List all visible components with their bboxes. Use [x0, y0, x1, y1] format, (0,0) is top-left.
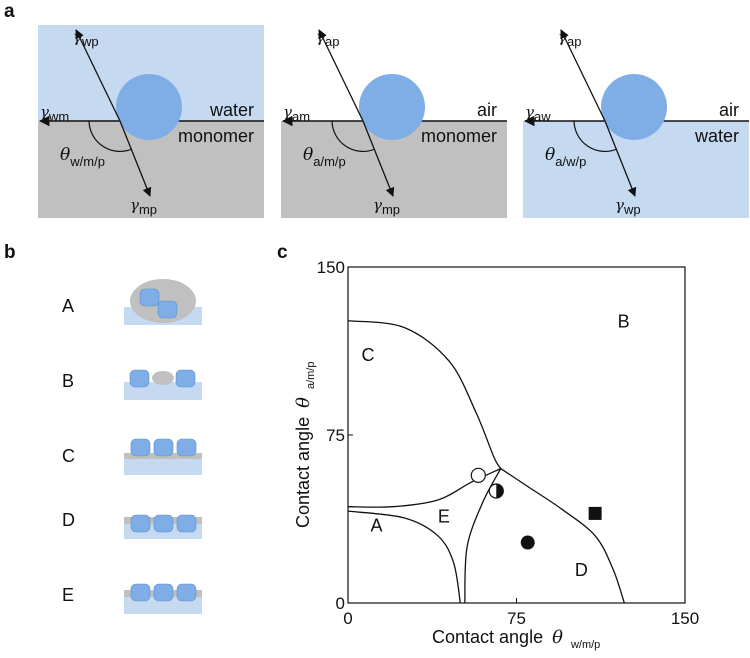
gamma-top-label: γap — [316, 28, 339, 49]
state-d: D — [62, 510, 202, 539]
particle — [175, 369, 196, 388]
particle — [139, 288, 160, 307]
particle — [130, 514, 151, 533]
y-tick-label: 75 — [326, 426, 345, 445]
particle — [176, 583, 197, 602]
particle — [176, 514, 197, 533]
contact-angle-arc — [573, 120, 618, 153]
data-markers — [470, 467, 602, 550]
x-tick-label: 150 — [671, 609, 699, 628]
particle — [157, 300, 178, 319]
plot-frame — [347, 266, 686, 604]
contact-angle-arc — [331, 120, 376, 153]
lower-tension-arrow — [604, 120, 637, 197]
particle — [153, 583, 174, 602]
data-point-filled-square — [588, 506, 602, 520]
region-label-e: E — [438, 506, 450, 526]
region-boundaries — [347, 320, 625, 604]
x-tick-label: 0 — [343, 609, 352, 628]
panel-b-letter: b — [4, 242, 16, 263]
upper-phase-label: air — [719, 100, 739, 120]
monomer-lens — [152, 371, 174, 385]
gamma-bottom-label: γmp — [130, 196, 157, 217]
x-tick-label: 75 — [507, 609, 526, 628]
contact-angle-label: θa/m/p — [303, 145, 346, 169]
state-e: E — [62, 583, 202, 614]
lower-tension-arrow — [119, 120, 152, 197]
wetting-diagram-3: γap γaw γwp θa/w/p air water — [523, 25, 749, 218]
panel-b-states: A B C D E — [62, 279, 202, 614]
lower-tension-arrow — [362, 120, 395, 197]
state-letter-e: E — [62, 585, 74, 605]
contact-angle-arc — [88, 120, 133, 153]
particle — [601, 74, 667, 140]
phase-diagram-chart: 0 75 150 0 75 150 A B C D E Contact angle θ w/m/p… — [293, 258, 699, 651]
y-axis-label: Contact angle θ a/m/p — [293, 362, 317, 528]
region-label-b: B — [618, 311, 630, 331]
gamma-bottom-label: γwp — [615, 196, 641, 217]
state-letter-a: A — [62, 296, 74, 316]
particle — [129, 369, 150, 388]
lower-phase-label: monomer — [421, 126, 497, 146]
particle — [359, 74, 425, 140]
state-b: B — [62, 369, 202, 400]
particle — [130, 438, 151, 457]
state-c: C — [62, 438, 202, 475]
contact-angle-label: θw/m/p — [60, 145, 105, 169]
boundary-e-d — [464, 468, 502, 604]
y-tick-label: 150 — [317, 258, 345, 277]
panel-a-letter: a — [4, 1, 15, 22]
data-point-open-circle — [470, 467, 486, 483]
upper-tension-arrow — [318, 29, 364, 122]
particle — [153, 438, 174, 457]
gamma-bottom-label: γmp — [373, 196, 400, 217]
panel-c-letter: c — [277, 242, 288, 263]
water-substrate — [124, 457, 202, 475]
state-a: A — [62, 279, 202, 325]
region-label-c: C — [361, 345, 374, 365]
panel-a-diagrams: γwp γwm γmp θw/m/p water monomer γap γam γmp θa/m… — [38, 25, 749, 218]
x-axis-label: Contact angle θ w/m/p — [432, 627, 600, 651]
boundary-a-e — [347, 510, 461, 604]
region-labels: A B C D E — [361, 311, 629, 580]
boundary-b-d — [500, 468, 625, 604]
upper-phase-label: air — [477, 100, 497, 120]
region-label-d: D — [575, 560, 588, 580]
particle — [153, 514, 174, 533]
gamma-left-label: γaw — [525, 103, 551, 124]
gamma-left-label: γwm — [40, 103, 69, 124]
lower-phase-label: water — [694, 126, 739, 146]
particle — [176, 438, 197, 457]
gamma-top-label: γwp — [73, 28, 99, 49]
upper-tension-arrow — [75, 29, 121, 122]
y-tick-label: 0 — [336, 594, 345, 613]
upper-tension-arrow — [560, 29, 606, 122]
gamma-top-label: γap — [558, 28, 581, 49]
particle — [130, 583, 151, 602]
particle — [116, 74, 182, 140]
wetting-diagram-2: γap γam γmp θa/m/p air monomer — [281, 25, 507, 218]
gamma-left-label: γam — [283, 103, 310, 124]
state-letter-c: C — [62, 446, 75, 466]
data-point-half-circle — [488, 483, 504, 499]
state-letter-b: B — [62, 371, 74, 391]
region-label-a: A — [370, 515, 382, 535]
data-point-filled-circle — [520, 535, 535, 550]
upper-phase-label: water — [209, 100, 254, 120]
wetting-diagram-1: γwp γwm γmp θw/m/p water monomer — [38, 25, 264, 218]
state-letter-d: D — [62, 510, 75, 530]
boundary-c-b — [347, 320, 502, 469]
axis-ticks: 0 75 150 0 75 150 — [317, 258, 700, 628]
contact-angle-label: θa/w/p — [545, 145, 586, 169]
lower-phase-label: monomer — [178, 126, 254, 146]
